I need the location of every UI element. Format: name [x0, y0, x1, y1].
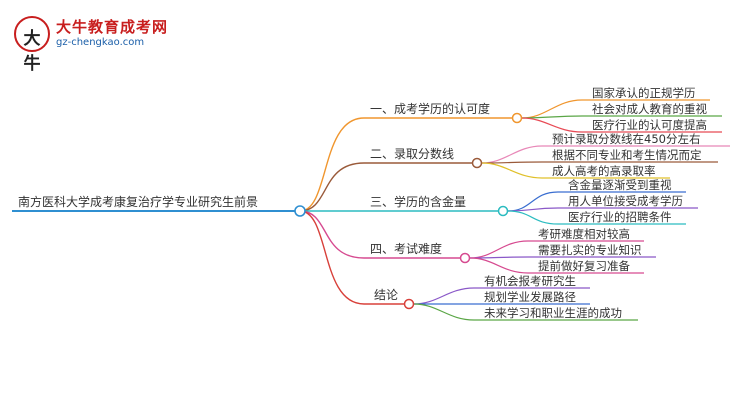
branch-node — [459, 252, 471, 264]
logo-emblem: 大牛 — [14, 16, 50, 74]
leaf-label: 国家承认的正规学历 — [592, 86, 696, 100]
leaf-connector — [469, 240, 529, 259]
leaf-label: 规划学业发展路径 — [484, 290, 576, 304]
leaf-label: 用人单位接受成考学历 — [568, 194, 683, 208]
leaf-connector — [413, 303, 475, 321]
leaf-label: 医疗行业的认可度提高 — [592, 118, 707, 132]
leaf-label: 有机会报考研究生 — [484, 274, 576, 288]
leaf-label: 医疗行业的招聘条件 — [568, 210, 672, 224]
leaf-label: 预计录取分数线在450分左右 — [552, 132, 700, 146]
leaf-label: 提前做好复习准备 — [538, 259, 630, 273]
logo-emblem-text: 大牛 — [23, 29, 41, 74]
logo-url: gz-chengkao.com — [56, 37, 145, 48]
leaf-connector — [507, 207, 559, 212]
branch-node — [471, 157, 483, 169]
leaf-label: 成人高考的高录取率 — [552, 164, 656, 178]
leaf-label: 社会对成人教育的重视 — [592, 102, 707, 116]
leaf-connector — [481, 145, 543, 164]
site-logo[interactable]: 大牛 大牛教育成考网 gz-chengkao.com — [14, 16, 214, 74]
branch-label: 三、学历的含金量 — [370, 194, 466, 209]
leaf-connector — [521, 99, 583, 119]
branch-connector — [299, 117, 365, 212]
logo-title: 大牛教育成考网 — [56, 18, 169, 36]
branch-node — [403, 298, 415, 310]
leaf-label: 未来学习和职业生涯的成功 — [484, 306, 622, 320]
branch-label: 一、成考学历的认可度 — [370, 101, 490, 116]
leaf-label: 需要扎实的专业知识 — [538, 243, 642, 257]
leaf-label: 根据不同专业和考生情况而定 — [552, 148, 702, 162]
leaf-label: 考研难度相对较高 — [538, 227, 630, 241]
leaf-label: 含金量逐渐受到重视 — [568, 178, 672, 192]
leaf-connector — [521, 117, 583, 133]
branch-node — [497, 205, 509, 217]
leaf-connector — [507, 210, 559, 225]
leaf-connector — [469, 257, 529, 274]
branch-label: 二、录取分数线 — [370, 146, 454, 161]
branch-label: 四、考试难度 — [370, 241, 442, 256]
branch-connector — [299, 210, 365, 259]
branch-connector — [299, 210, 365, 305]
leaf-connector — [413, 287, 475, 305]
branch-label: 结论 — [374, 288, 398, 302]
root-label: 南方医科大学成考康复治疗学专业研究生前景 — [18, 194, 258, 209]
root-node — [294, 205, 306, 217]
branch-node — [511, 112, 523, 124]
leaf-connector — [481, 162, 543, 179]
branch-connector — [299, 162, 365, 212]
